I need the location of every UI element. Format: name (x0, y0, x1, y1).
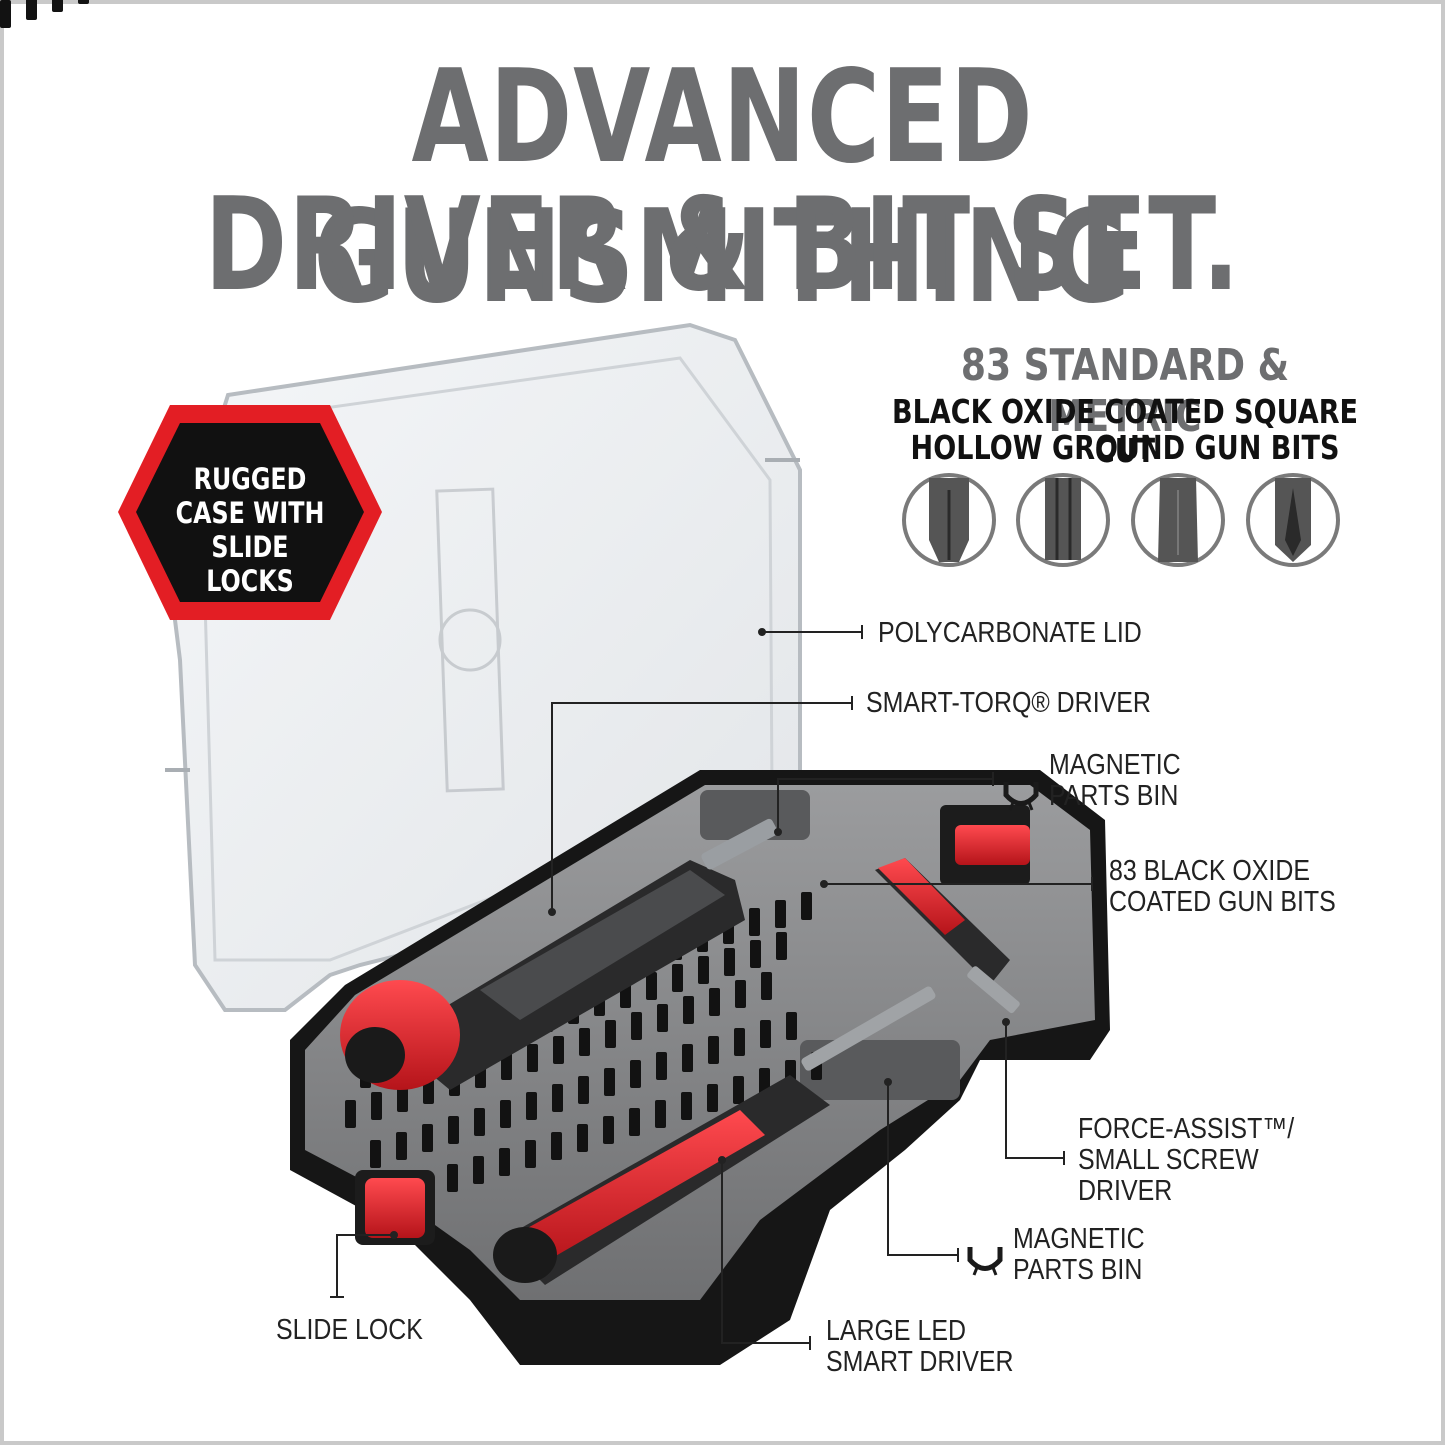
smart-torq-driver (340, 818, 778, 1090)
leader-lines (330, 625, 1093, 1350)
callout-magnetic-bottom-line-2: PARTS BIN (1013, 1254, 1143, 1286)
callout-large-led-driver: LARGE LED SMART DRIVER (826, 1316, 1014, 1378)
phillips-bit-icon (902, 473, 996, 567)
callout-led-line-1: LARGE LED (826, 1315, 967, 1347)
callout-smart-torq-driver: SMART-TORQ® DRIVER (866, 687, 1151, 719)
headline-line-1: ADVANCED GUNSMITHING (313, 43, 1132, 332)
callout-force-assist-driver: FORCE-ASSIST™/ SMALL SCREW DRIVER (1078, 1114, 1294, 1207)
flat-bit-icon (1131, 473, 1225, 567)
callout-magnetic-top-line-2: PARTS BIN (1049, 780, 1179, 812)
callout-slide-lock: SLIDE LOCK (276, 1314, 423, 1346)
callout-force-line-1: FORCE-ASSIST™/ (1078, 1113, 1295, 1145)
large-led-driver (493, 986, 936, 1285)
magnet-icon (967, 1247, 1003, 1276)
bit-grid (0, 0, 89, 28)
torx-bit-icon (1246, 473, 1340, 567)
badge-line-1: RUGGED (193, 462, 307, 496)
headline-line-2: DRIVER & BIT SET. (204, 171, 1241, 320)
badge-text: RUGGED CASE WITH SLIDE LOCKS (168, 462, 332, 598)
callout-force-line-2: SMALL SCREW (1078, 1144, 1259, 1176)
slide-lock (355, 1170, 435, 1245)
callout-magnetic-bottom-line-1: MAGNETIC (1013, 1223, 1145, 1255)
spec-line-2: BLACK OXIDE COATED SQUARE CUT (891, 392, 1359, 470)
rugged-case-badge (118, 405, 382, 620)
callout-led-line-2: SMART DRIVER (826, 1346, 1014, 1378)
badge-line-3: SLIDE LOCKS (206, 530, 294, 598)
callout-force-line-3: DRIVER (1078, 1175, 1173, 1207)
callout-magnetic-top-line-1: MAGNETIC (1049, 749, 1181, 781)
spec-line-3: HOLLOW GROUND GUN BITS (910, 428, 1340, 467)
hex-bit-icon (1016, 473, 1110, 567)
force-assist-driver (875, 805, 1030, 1014)
callout-magnetic-parts-bin-top: MAGNETIC PARTS BIN (1049, 750, 1181, 812)
callout-magnetic-parts-bin-bottom: MAGNETIC PARTS BIN (1013, 1224, 1145, 1286)
callout-polycarbonate-lid: POLYCARBONATE LID (878, 617, 1142, 649)
callout-gun-bits: 83 BLACK OXIDE COATED GUN BITS (1109, 856, 1336, 918)
callout-bits-line-2: COATED GUN BITS (1109, 886, 1336, 918)
callout-bits-line-1: 83 BLACK OXIDE (1109, 855, 1310, 887)
magnet-icon (1003, 782, 1039, 811)
badge-line-2: CASE WITH (175, 496, 325, 530)
spec-line-1: 83 STANDARD & METRIC (960, 340, 1290, 442)
